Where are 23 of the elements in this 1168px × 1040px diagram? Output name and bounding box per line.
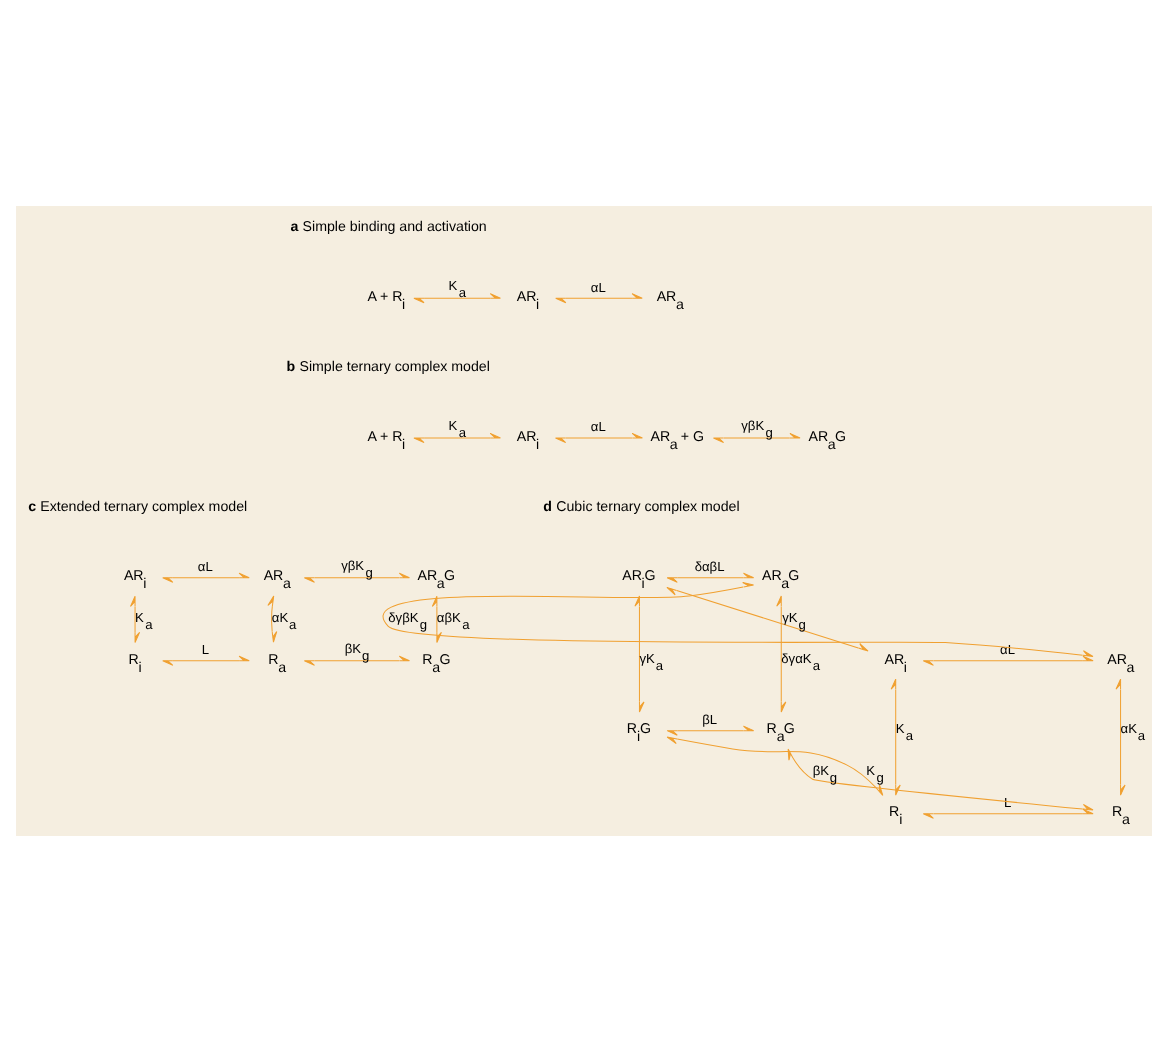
arrow bbox=[413, 431, 501, 442]
arrow bbox=[162, 571, 250, 582]
arrow bbox=[413, 292, 501, 303]
arrow bbox=[162, 654, 250, 665]
arrow bbox=[431, 594, 442, 642]
arrow bbox=[712, 431, 801, 442]
arrow bbox=[666, 724, 755, 735]
arrow bbox=[787, 747, 1094, 810]
arrow bbox=[555, 292, 643, 303]
arrow bbox=[776, 594, 787, 712]
arrow bbox=[130, 594, 141, 642]
arrow bbox=[303, 571, 410, 582]
arrow bbox=[555, 431, 643, 442]
arrow bbox=[666, 735, 884, 795]
arrow bbox=[922, 654, 1094, 665]
arrow bbox=[666, 571, 755, 582]
arrow bbox=[382, 580, 1094, 656]
arrow bbox=[303, 654, 410, 665]
arrow bbox=[634, 594, 645, 712]
arrow bbox=[890, 677, 901, 795]
arrow bbox=[1115, 677, 1126, 795]
arrow bbox=[666, 585, 869, 651]
arrow bbox=[267, 594, 278, 642]
